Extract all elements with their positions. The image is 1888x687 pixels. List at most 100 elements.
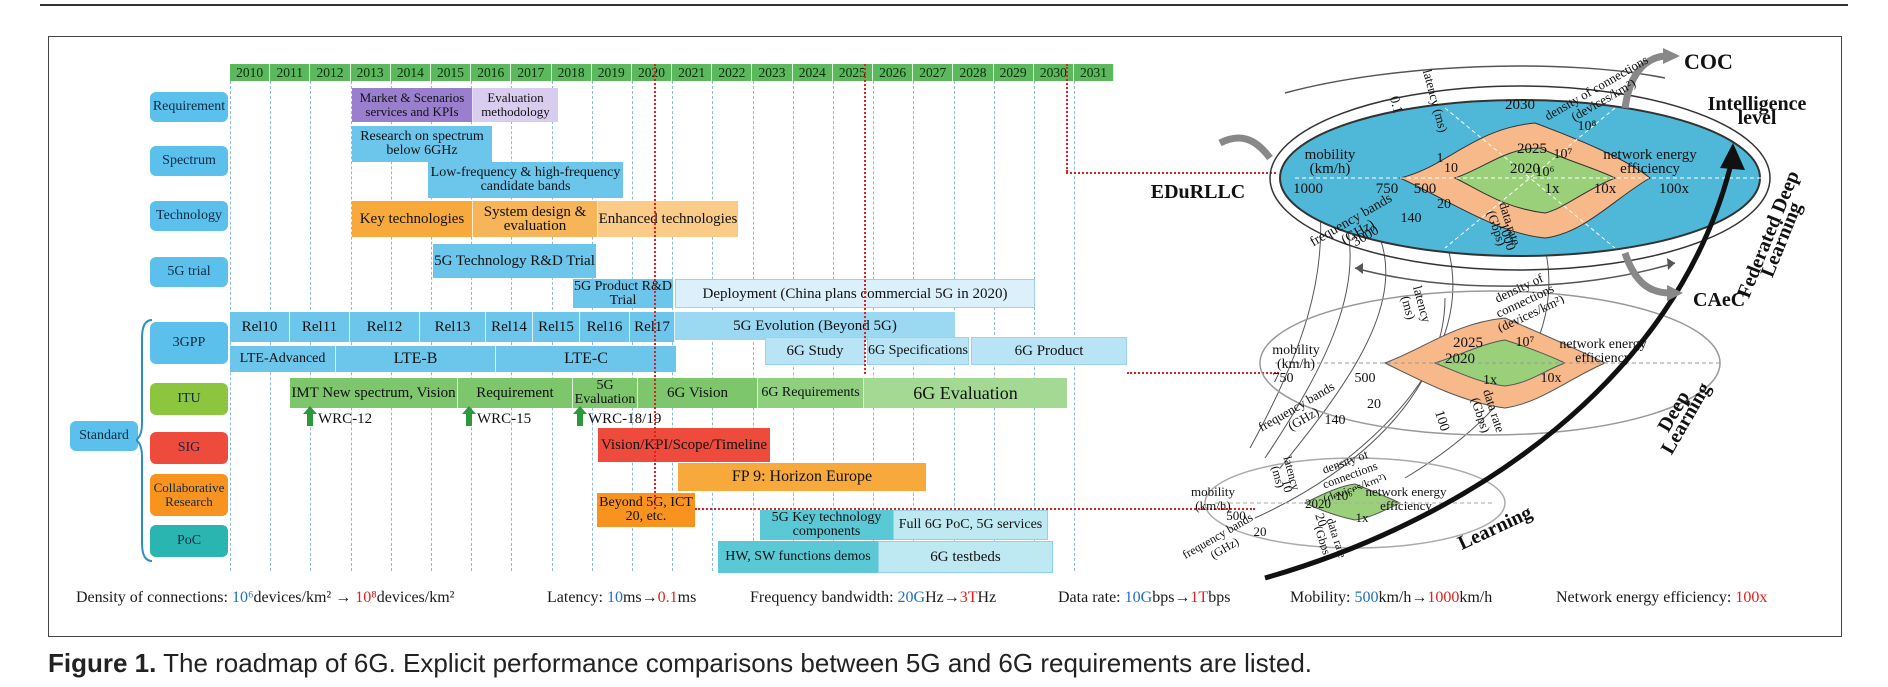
mid-mobility-label: mobility (km/h) [1272,343,1320,372]
top-year-2030: 2030 [1505,97,1535,113]
legend-density-label: Density of connections: [76,589,232,606]
legend-latency-mid: ms→ [622,589,658,606]
mid-year-2020: 2020 [1445,351,1475,367]
label-coc: COC [1684,50,1733,74]
mid-tick-1x: 1x [1483,373,1497,388]
label-intelligence-level: Intelligence level [1707,93,1807,129]
bar-6g-vision: 6G Vision [638,378,758,408]
top-energy-label: network energy efficiency [1603,147,1697,177]
year-2014: 2014 [390,64,431,81]
year-2010: 2010 [230,64,271,81]
top-year-2025: 2025 [1517,141,1547,157]
bar-5g-key-components: 5G Key technology components [760,510,893,540]
legend-latency: Latency: 10ms→0.1ms [547,589,696,607]
bar-fp9-horizon-europe: FP 9: Horizon Europe [678,463,926,491]
category-collaborative-research: Collaborative Research [150,474,228,516]
standard-bracket [136,319,153,562]
bar-research-spectrum: Research on spectrum below 6GHz [352,126,492,162]
top-tick-100x: 100x [1659,181,1689,197]
category-itu: ITU [150,383,228,415]
marker-2030 [1066,64,1068,172]
bot-mobility-label: mobility (km/h) [1190,484,1236,513]
caption-text: The roadmap of 6G. Explicit performance … [156,648,1313,678]
top-tick-750: 750 [1375,181,1399,197]
legend-rate-from: 10G [1124,589,1153,606]
connector-2025 [1127,372,1279,374]
bar-5g-product-trial: 5G Product R&D Trial [573,279,673,308]
top-tick-latency-1: 1 [1436,151,1444,166]
category-5g-trial: 5G trial [150,257,228,287]
year-2021: 2021 [672,64,713,81]
mid-tick-density-10-7: 10⁷ [1515,335,1535,350]
bar-enhanced-technologies: Enhanced technologies [598,201,738,237]
label-wrc12: WRC-12 [318,411,373,427]
top-tick-density-10-7: 10⁷ [1553,147,1573,162]
category-sig: SIG [150,432,228,464]
legend-density-mid: devices/km² → [253,589,356,606]
top-tick-1x: 1x [1544,181,1560,197]
top-tick-freq-20: 20 [1437,197,1451,212]
top-tick-freq-140: 140 [1400,211,1422,226]
caption-label: Figure 1. [48,648,157,678]
bar-5g-technology-trial: 5G Technology R&D Trial [433,244,596,278]
marker-2025 [864,64,866,374]
bar-itu-requirement: Requirement [458,378,573,408]
legend-rate-unit: bps [1208,589,1231,606]
category-poc: PoC [150,525,228,557]
wrc12-arrow-icon [303,406,317,426]
bar-system-design: System design & evaluation [473,201,598,237]
top-mobility-label: mobility (km/h) [1304,147,1356,177]
top-year-2020: 2020 [1510,161,1540,177]
bar-6g-requirements: 6G Requirements [758,378,864,408]
year-2028: 2028 [953,64,994,81]
bar-key-technologies: Key technologies [352,201,473,237]
year-2020: 2020 [631,64,673,81]
label-wrc18: WRC-18/19 [588,411,662,427]
bar-deployment: Deployment (China plans commercial 5G in… [675,279,1035,308]
legend-latency-to: 0.1 [657,589,678,606]
wrc15-arrow-icon [462,406,476,426]
bar-5g-evolution: 5G Evolution (Beyond 5G) [675,312,955,340]
year-2025: 2025 [832,64,873,81]
legend-energy-label: Network energy efficiency: [1556,589,1736,606]
legend-data-rate: Data rate: 10Gbps→1Tbps [1058,589,1230,607]
year-2029: 2029 [993,64,1034,81]
legend-mob-from: 500 [1354,589,1379,606]
bot-tick-density-10-6: 10⁶ [1335,488,1353,503]
legend-rate-to: 1T [1190,589,1209,606]
category-3gpp: 3GPP [150,322,228,364]
connector-2020 [695,508,1255,510]
bar-rel15: Rel15 [533,312,580,342]
legend-density-unit: devices/km² [376,589,455,606]
bar-sig-vision: Vision/KPI/Scope/Timeline [598,428,770,462]
connector-2030 [1066,172,1276,174]
mid-tick-freq-140: 140 [1324,413,1346,428]
bot-tick-1x: 1x [1355,510,1369,525]
top-rule [40,4,1848,6]
mid-tick-750: 750 [1272,371,1294,386]
bar-rel13: Rel13 [420,312,486,342]
year-2024: 2024 [792,64,833,81]
year-2031: 2031 [1073,64,1115,81]
legend-latency-label: Latency: [547,589,607,606]
bar-rel10: Rel10 [230,312,290,342]
bar-lte-b: LTE-B [336,346,496,372]
year-2026: 2026 [873,64,914,81]
bar-6g-study: 6G Study [765,337,865,365]
legend-density-to: 10⁸ [355,589,377,606]
label-edurllc: EDuRLLC [1150,181,1246,203]
year-2015: 2015 [430,64,472,81]
legend-energy-val: 100x [1735,589,1768,606]
bot-year-2020: 2020 [1305,496,1331,511]
legend-freq-from: 20G [897,589,926,606]
bar-6g-specifications: 6G Specifications [867,337,969,365]
category-spectrum: Spectrum [150,146,228,176]
legend-rate-mid: bps→ [1152,589,1191,606]
bot-tick-500: 500 [1226,508,1246,523]
top-tick-density-10-8: 10⁸ [1577,119,1597,134]
bar-imt-vision: IMT New spectrum, Vision [290,378,458,408]
label-caec: CAeC [1693,289,1746,311]
intelligence-diagram [1204,48,1771,581]
bot-tick-freq-20: 20 [1253,524,1267,539]
mid-tick-500: 500 [1354,371,1376,386]
